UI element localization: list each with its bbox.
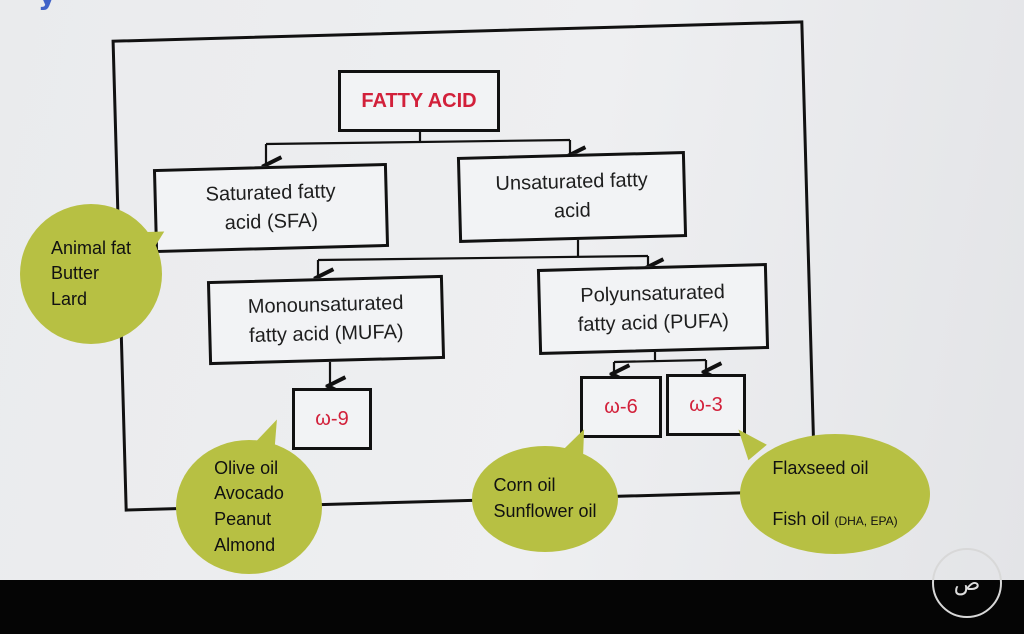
omega3-source-fish-label: Fish oil [772,508,830,529]
slide: y FATTY ACID Saturated fatty acid (SFA) … [0,0,1024,580]
pufa-node: Polyunsaturated fatty acid (PUFA) [536,263,770,355]
omega3-node: ω-3 [666,374,746,436]
slide-title-fragment: y [38,0,78,11]
omega3-fish-note: (DHA, EPA) [834,513,898,528]
omega6-node: ω-6 [580,376,662,438]
sfa-sources-bubble: Animal fat Butter Lard [20,204,162,344]
sfa-sources-text: Animal fat Butter Lard [50,237,132,309]
fatty-acid-node: FATTY ACID [338,70,500,132]
omega3-sources-text: Flaxseed oil Fish oil (DHA, EPA) [772,430,897,558]
omega9-sources-bubble: Olive oil Avocado Peanut Almond [176,440,322,574]
omega9-node: ω-9 [292,388,372,450]
unsaturated-fatty-acid-node: Unsaturated fatty acid [456,151,688,243]
omega6-sources-bubble: Corn oil Sunflower oil [472,446,618,552]
saturated-fatty-acid-node: Saturated fatty acid (SFA) [152,162,390,254]
connector-root-bar [265,138,571,146]
video-bottom-bar [0,580,1024,634]
omega6-sources-text: Corn oil Sunflower oil [493,475,597,521]
connector-pufa-bar [613,358,707,364]
mufa-node: Monounsaturated fatty acid (MUFA) [206,274,446,366]
omega3-sources-bubble: Flaxseed oil Fish oil (DHA, EPA) [740,434,930,554]
channel-logo-icon: ص [932,548,1002,618]
connector-unsaturated-bar [317,254,649,262]
omega3-source-flaxseed: Flaxseed oil [772,457,869,478]
channel-logo-text: ص [953,570,981,596]
connector-lines [0,132,1024,580]
omega9-sources-text: Olive oil Avocado Peanut Almond [214,457,284,555]
omega3-source-fish: Fish oil (DHA, EPA) [772,507,897,533]
